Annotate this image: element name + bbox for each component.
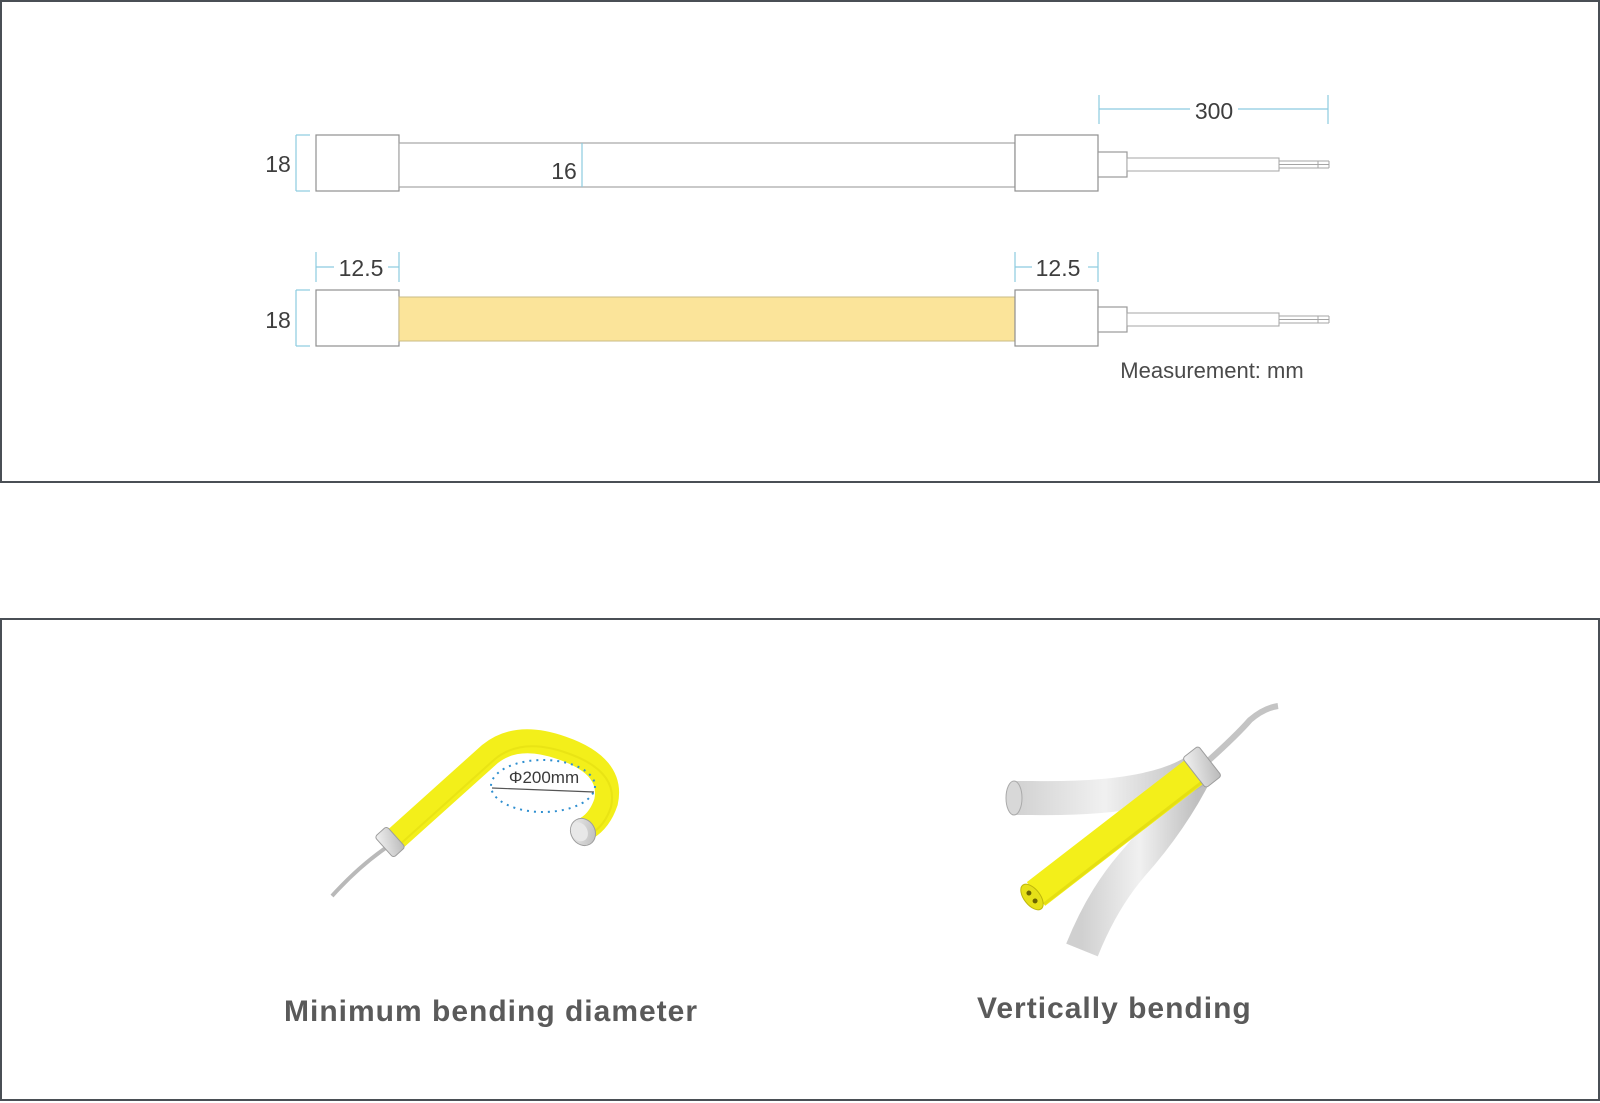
left-cap-dimension (315, 252, 400, 282)
right-cap-label: 12.5 (1036, 255, 1081, 281)
dimension-drawing: 18 16 300 (265, 95, 1330, 383)
feed-cable-vertical (1204, 703, 1279, 765)
bending-panel: Φ200mm Minimum bending di (0, 618, 1600, 1101)
bending-illustrations: Φ200mm (330, 703, 1279, 957)
lit-strip-body (398, 296, 1016, 342)
cable-gland (1097, 151, 1128, 178)
height-dimension-top (295, 134, 310, 192)
left-end-cap-lit (315, 289, 400, 347)
minimum-bending-caption: Minimum bending diameter (284, 995, 699, 1028)
diameter-annotation: Φ200mm (509, 768, 579, 787)
wire-ends-lit (1279, 315, 1330, 324)
right-end-cap-lit (1014, 289, 1099, 347)
feed-cable (330, 843, 392, 898)
neon-strip-end-face (1020, 883, 1044, 911)
diameter-line (491, 787, 595, 793)
neon-strip-vertical (1026, 760, 1204, 906)
height-dimension-lit (295, 289, 310, 347)
cable-lit (1126, 312, 1280, 327)
cable (1126, 157, 1280, 172)
cable-gland-lit (1097, 306, 1128, 333)
diameter-dotted-ellipse (490, 759, 596, 813)
vertical-bending-illustration (1005, 703, 1279, 957)
connector-cap-vertical (1183, 746, 1221, 788)
height-label-lit: 18 (265, 307, 291, 333)
cable-end-cap (375, 826, 405, 858)
left-cap-label: 12.5 (339, 255, 384, 281)
right-cap-dimension (1014, 252, 1099, 282)
wire-ends (1279, 160, 1330, 169)
body-height-label: 16 (551, 158, 577, 184)
strip-outline-view: 18 16 300 (265, 95, 1330, 192)
right-end-cap (1014, 134, 1099, 192)
cable-length-dimension (1098, 95, 1329, 124)
dimension-drawing-panel: 18 16 300 (0, 0, 1600, 483)
left-end-cap (315, 134, 400, 192)
free-end-cap (569, 817, 597, 847)
cable-length-label: 300 (1195, 98, 1233, 124)
strip-body (398, 142, 1016, 188)
strip-shadow-edge (396, 745, 613, 848)
sleeve-left-end (1005, 780, 1023, 816)
minimum-bending-illustration: Φ200mm (330, 729, 619, 898)
measurement-unit-note: Measurement: mm (1120, 358, 1303, 383)
height-label-top: 18 (265, 151, 291, 177)
neon-strip-shade (1043, 780, 1203, 906)
strip-lit-view: 18 12.5 12.5 (265, 252, 1330, 347)
vertical-bending-caption: Vertically bending (977, 992, 1252, 1025)
